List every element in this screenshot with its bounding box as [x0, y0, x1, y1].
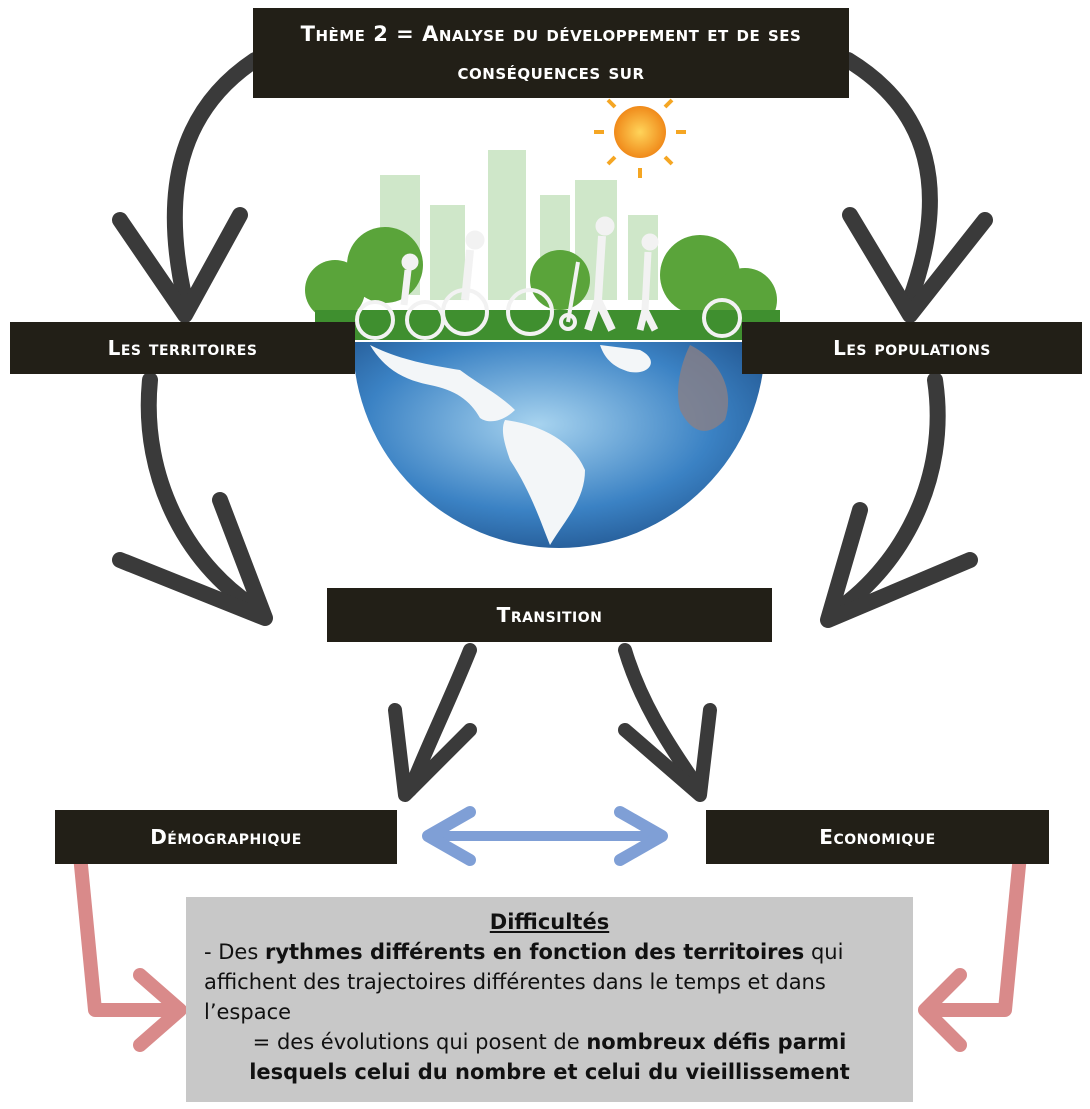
arrow-title-to-territoires — [112, 52, 263, 323]
node-transition-label: Transition — [496, 603, 603, 627]
title-text: Thème 2 = Analyse du développement et de… — [300, 22, 802, 84]
node-demographique-label: Démographique — [150, 825, 302, 849]
bicycles — [355, 261, 742, 340]
arrow-territoires-to-transition — [112, 372, 273, 626]
line1-part-a: - Des — [204, 940, 265, 964]
line1-part-b: rythmes différents en fonction des terri… — [264, 940, 805, 964]
arrow-title-to-populations — [840, 52, 993, 323]
red-arrow-left — [73, 848, 187, 1052]
line2-part-a: = des évolutions qui posent de — [252, 1030, 587, 1054]
difficultes-heading: Difficultés — [489, 910, 610, 934]
title-box: Thème 2 = Analyse du développement et de… — [253, 8, 849, 98]
node-populations: Les populations — [742, 322, 1082, 374]
africa-shape — [678, 345, 729, 431]
node-demographique: Démographique — [55, 810, 397, 864]
node-economique-label: Economique — [819, 825, 936, 849]
node-territoires-label: Les territoires — [107, 336, 258, 360]
node-populations-label: Les populations — [833, 336, 991, 360]
line2-part-b: nombreux défis parmi lesquels celui du n… — [249, 1030, 850, 1084]
node-economique: Economique — [706, 810, 1049, 864]
double-arrow-demo-eco — [422, 806, 668, 866]
city-buildings — [380, 150, 658, 300]
node-transition: Transition — [327, 588, 772, 642]
trees — [305, 227, 777, 332]
line1-part-c: qui affichent des trajectoires différent… — [204, 940, 844, 1024]
difficultes-box: Difficultés - Des rythmes différents en … — [186, 897, 913, 1102]
difficultes-line2: = des évolutions qui posent de nombreux … — [204, 1027, 895, 1087]
arrow-transition-to-demographique — [388, 643, 477, 802]
arrow-populations-to-transition — [820, 372, 978, 628]
red-arrow-right — [918, 848, 1027, 1052]
arrow-transition-to-economique — [618, 643, 717, 802]
sun-icon — [594, 86, 686, 178]
globe-illustration — [305, 86, 780, 548]
node-territoires: Les territoires — [10, 322, 355, 374]
continents — [370, 345, 651, 545]
difficultes-line1: - Des rythmes différents en fonction des… — [204, 937, 895, 1027]
